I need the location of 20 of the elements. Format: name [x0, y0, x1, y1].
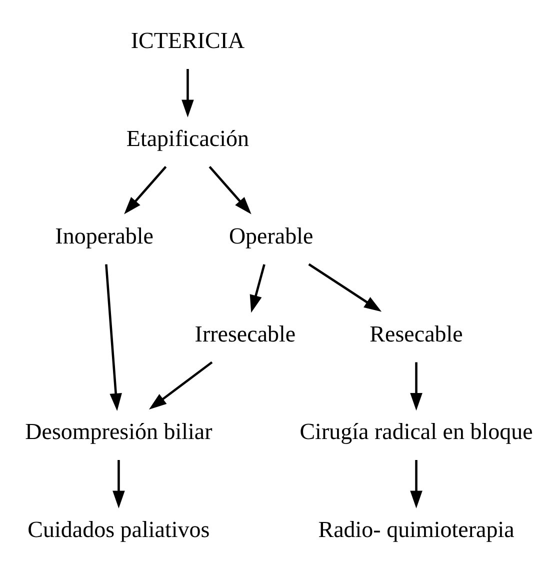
node-text: Etapificación	[126, 125, 250, 150]
arrow	[208, 165, 252, 214]
node-text: Inoperable	[55, 223, 154, 248]
arrow	[182, 68, 194, 117]
node-text: Resecable	[370, 320, 463, 346]
node-text: Operable	[228, 223, 314, 248]
node-text: Radio- quimioterapia	[318, 516, 514, 542]
node-text: Desompresión biliar	[25, 418, 212, 444]
arrow	[250, 264, 266, 312]
arrow	[112, 460, 125, 508]
arrow	[148, 360, 213, 410]
node-text: Irresecable	[194, 320, 296, 346]
node-text: Cirugía radical en bloque	[300, 418, 533, 444]
arrow	[410, 460, 422, 508]
arrow	[410, 362, 422, 410]
arrow	[105, 264, 122, 410]
node-text: Cuidados paliativos	[28, 516, 210, 542]
node-text: ICTERICIA	[130, 28, 245, 53]
arrow	[308, 262, 382, 312]
arrow	[124, 165, 167, 214]
